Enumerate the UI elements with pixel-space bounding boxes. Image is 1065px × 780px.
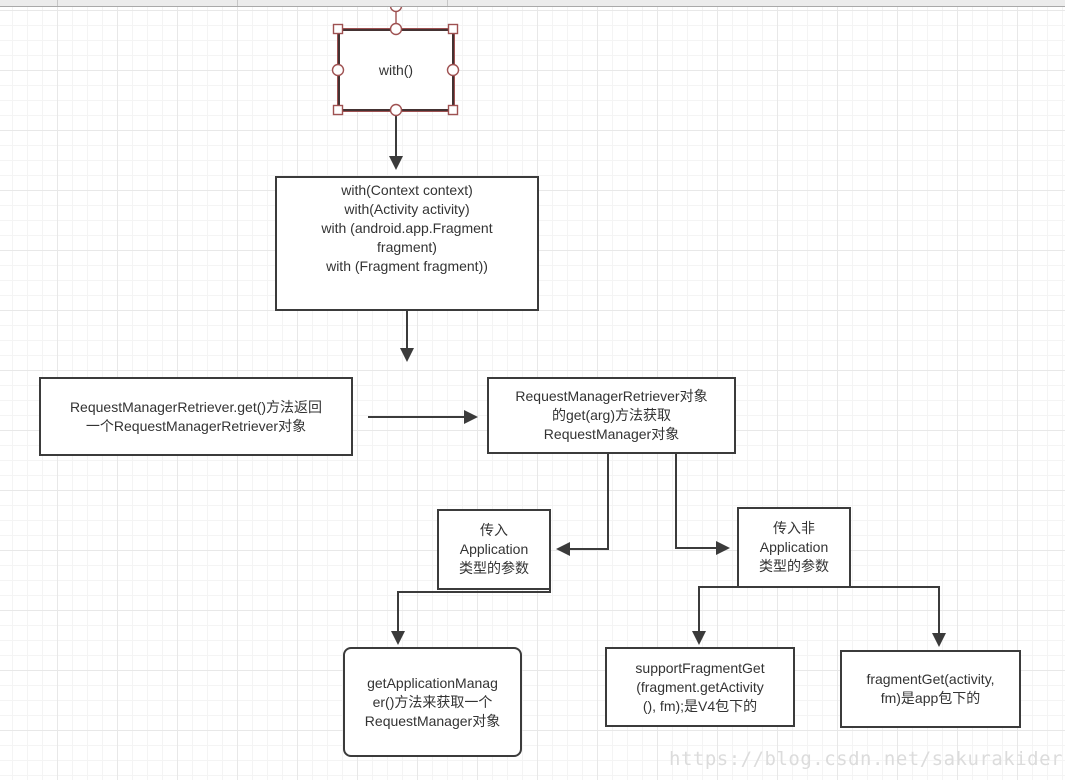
arrowhead-down-icon <box>391 631 405 645</box>
node-label: fragmentGet(activity, fm)是app包下的 <box>866 671 995 706</box>
node-label: 传入 Application 类型的参数 <box>459 522 529 576</box>
node-get-application-manager[interactable]: getApplicationManag er()方法来获取一个 RequestM… <box>343 647 522 757</box>
node-label: RequestManagerRetriever.get()方法返回 一个Requ… <box>69 398 323 434</box>
node-non-application-param[interactable]: 传入非 Application 类型的参数 <box>737 507 851 588</box>
toolbar-separator <box>447 0 448 6</box>
edge-retriever-get-to-retriever-obj[interactable] <box>368 410 478 424</box>
edge-overloads-down[interactable] <box>400 311 414 362</box>
node-label: getApplicationManag er()方法来获取一个 RequestM… <box>364 674 501 729</box>
node-retriever-obj-get[interactable]: RequestManagerRetriever对象 的get(arg)方法获取 … <box>487 377 736 454</box>
toolbar-bottom-edge <box>0 0 1065 7</box>
toolbar-separator <box>57 0 58 6</box>
node-support-fragment-get[interactable]: supportFragmentGet (fragment.getActivity… <box>605 647 795 727</box>
edge-line <box>794 586 940 634</box>
node-with-method[interactable]: with() <box>337 28 455 112</box>
edge-line <box>698 586 794 632</box>
node-label: 传入非 Application 类型的参数 <box>759 520 829 574</box>
arrowhead-down-icon <box>692 631 706 645</box>
arrowhead-left-icon <box>556 542 570 556</box>
arrowhead-right-icon <box>716 541 730 555</box>
edge-retriever-obj-to-non-app-param[interactable] <box>675 453 730 555</box>
watermark: https://blog.csdn.net/sakurakider <box>669 748 1063 770</box>
arrowhead-down-icon <box>932 633 946 647</box>
node-label: RequestManagerRetriever对象 的get(arg)方法获取 … <box>515 388 708 442</box>
node-retriever-get[interactable]: RequestManagerRetriever.get()方法返回 一个Requ… <box>39 377 353 456</box>
edge-retriever-obj-to-app-param[interactable] <box>556 453 609 556</box>
edge-non-app-param-to-fragment-get[interactable] <box>794 586 946 647</box>
node-fragment-get[interactable]: fragmentGet(activity, fm)是app包下的 <box>840 650 1021 728</box>
edge-with-to-overloads[interactable] <box>389 111 403 170</box>
toolbar-separator <box>237 0 238 6</box>
arrowhead-down-icon <box>400 348 414 362</box>
arrowhead-down-icon <box>389 156 403 170</box>
edge-non-app-param-to-support-fragment-get[interactable] <box>692 586 794 645</box>
edge-line <box>569 453 609 550</box>
node-label: with(Context context) with(Activity acti… <box>321 182 493 274</box>
node-label: with() <box>378 61 414 78</box>
arrowhead-right-icon <box>464 410 478 424</box>
node-label: supportFragmentGet (fragment.getActivity… <box>635 659 765 714</box>
edge-app-param-to-get-app-manager[interactable] <box>391 589 551 645</box>
edge-line <box>397 589 551 632</box>
node-application-param[interactable]: 传入 Application 类型的参数 <box>437 509 551 590</box>
edge-line <box>675 453 717 549</box>
node-with-overloads[interactable]: with(Context context) with(Activity acti… <box>275 176 539 311</box>
